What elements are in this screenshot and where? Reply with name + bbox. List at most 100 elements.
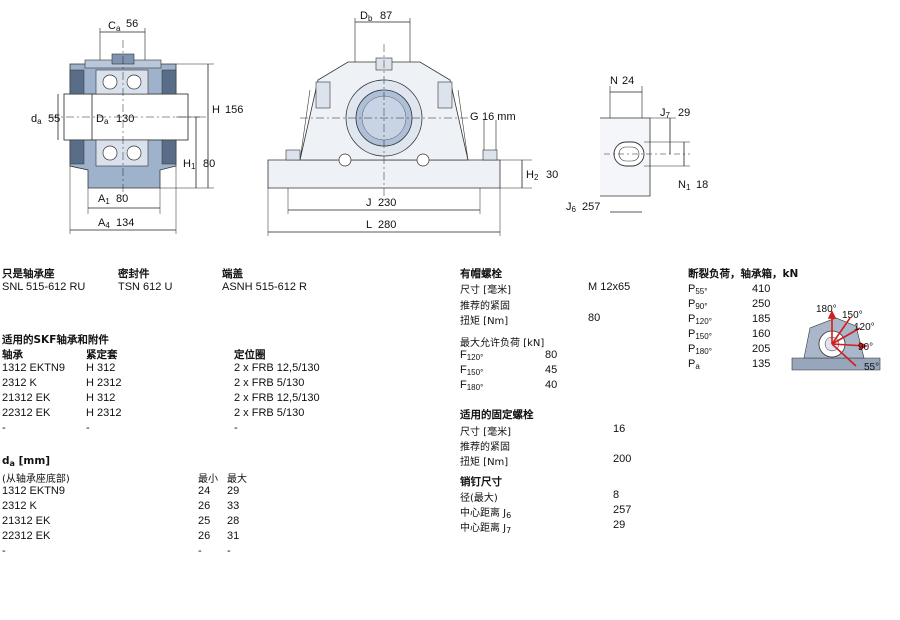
bearings-cell: 21312 EK: [2, 392, 51, 404]
ca-cell: 31: [227, 530, 240, 542]
breaking-value: 160: [752, 328, 771, 340]
N1-label: N1: [678, 179, 691, 192]
seal-value: TSN 612 U: [118, 281, 173, 293]
angle-55-label: 55°: [864, 362, 879, 373]
cap-bolts-size-value: M 12x65: [588, 281, 631, 293]
load-label: F180°: [460, 379, 484, 392]
Da-value: 130: [116, 113, 134, 125]
section-view: Ca 56 da 55 Da 130 H: [31, 18, 243, 234]
ca-cell: -: [198, 545, 202, 557]
dowel-detail: N 24 J7 29 N1 18 J6 257: [566, 75, 708, 214]
bearings-cell: -: [2, 422, 6, 434]
cap-bolts-torque-value: 80: [588, 312, 601, 324]
fix-bolts-title: 适用的固定螺栓: [460, 409, 534, 421]
bearings-cell: 22312 EK: [2, 407, 51, 419]
J-label: J: [366, 197, 372, 209]
J6-value: 257: [582, 201, 600, 213]
A1-value: 80: [116, 193, 128, 205]
ca-cell: 25: [198, 515, 211, 527]
H1-value: 80: [203, 158, 215, 170]
bearings-cell: 2 x FRB 12,5/130: [234, 392, 320, 404]
H1-label: H1: [183, 158, 196, 171]
cover-label: 端盖: [222, 268, 243, 280]
breaking-value: 205: [752, 343, 771, 355]
ca-cell: 24: [198, 485, 211, 497]
ca-cell: 26: [198, 500, 211, 512]
bearings-cell: -: [86, 422, 90, 434]
dowel-title: 销钉尺寸: [460, 476, 502, 488]
bearings-header-ring: 定位圈: [234, 349, 266, 361]
da-value: 55: [48, 113, 60, 125]
dowel-j7-label: 中心距离 J7: [460, 523, 512, 535]
H-value: 156: [225, 104, 243, 116]
bearings-cell: 2 x FRB 5/130: [234, 377, 305, 389]
bearings-cell: H 2312: [86, 377, 122, 389]
ca-cell: 29: [227, 485, 240, 497]
housing-label: 只是轴承座: [2, 268, 55, 280]
load-value: 80: [545, 349, 558, 361]
breaking-label: Pa: [688, 358, 700, 371]
load-label: F120°: [460, 349, 484, 362]
A1-label: A1: [98, 193, 110, 206]
bearings-header-bearing: 轴承: [2, 349, 23, 361]
breaking-value: 250: [752, 298, 771, 310]
A4-value: 134: [116, 217, 134, 229]
fix-bolts-torque-value: 200: [613, 453, 632, 465]
ca-max-label: 最大: [227, 474, 247, 485]
fix-bolts-size-value: 16: [613, 423, 626, 435]
J6-label: J6: [566, 201, 577, 214]
ca-cell: 1312 EKTN9: [2, 485, 65, 497]
fix-bolts-torque-label1: 推荐的紧固: [460, 442, 510, 453]
J7-value: 29: [678, 107, 690, 119]
bearings-cell: H 2312: [86, 407, 122, 419]
load-value: 45: [545, 364, 558, 376]
db-value: 87: [380, 10, 392, 22]
ca-cell: 33: [227, 500, 240, 512]
technical-drawings: Ca 56 da 55 Da 130 H: [31, 10, 708, 236]
ca-cell: 26: [198, 530, 211, 542]
bearings-cell: H 312: [86, 392, 116, 404]
bearings-cell: 1312 EKTN9: [2, 362, 65, 374]
ca-cell: -: [227, 545, 231, 557]
fix-bolts-size-label: 尺寸 [毫米]: [460, 427, 511, 438]
dowel-j6-value: 257: [613, 504, 632, 516]
angle-150-label: 150°: [842, 310, 863, 321]
dowel-j6-label: 中心距离 J6: [460, 508, 512, 520]
J7-label: J7: [660, 107, 671, 120]
dowel-dia-value: 8: [613, 489, 620, 501]
angle-180-label: 180°: [816, 304, 837, 315]
bearings-cell: H 312: [86, 362, 116, 374]
N1-value: 18: [696, 179, 708, 191]
L-value: 280: [378, 219, 396, 231]
bearings-cell: 2 x FRB 5/130: [234, 407, 305, 419]
bearings-cell: 2 x FRB 12,5/130: [234, 362, 320, 374]
angle-120-label: 120°: [854, 322, 875, 333]
breaking-value: 135: [752, 358, 771, 370]
ca-title: da [mm]: [2, 455, 51, 468]
ca-cell: -: [2, 545, 6, 557]
L-label: L: [366, 219, 372, 231]
N-value: 24: [622, 75, 634, 87]
front-view: Db 87 G 16 mm H2 30: [267, 10, 558, 236]
H-label: H: [212, 104, 220, 116]
G-value: 16 mm: [482, 111, 516, 123]
cap-bolts-size-label: 尺寸 [毫米]: [460, 285, 511, 296]
ca-min-label: 最小: [198, 474, 218, 485]
Da-label: Da: [96, 113, 109, 126]
breaking-value: 410: [752, 283, 771, 295]
breaking-label: P55°: [688, 283, 708, 296]
N-label: N: [610, 75, 618, 87]
ca-cell: 28: [227, 515, 240, 527]
breaking-label: P180°: [688, 343, 712, 356]
cap-bolts-torque-label2: 扭矩 [Nm]: [460, 316, 509, 327]
dowel-dia-label: 径(最大): [460, 493, 498, 504]
A4-label: A4: [98, 217, 110, 230]
breaking-label: P120°: [688, 313, 712, 326]
ca-cell: 22312 EK: [2, 530, 51, 542]
breaking-value: 185: [752, 313, 771, 325]
cap-bolts-title: 有帽螺栓: [460, 268, 502, 280]
breaking-label: P150°: [688, 328, 712, 341]
ca-value: 56: [126, 18, 138, 30]
load-value: 40: [545, 379, 558, 391]
J-value: 230: [378, 197, 396, 209]
